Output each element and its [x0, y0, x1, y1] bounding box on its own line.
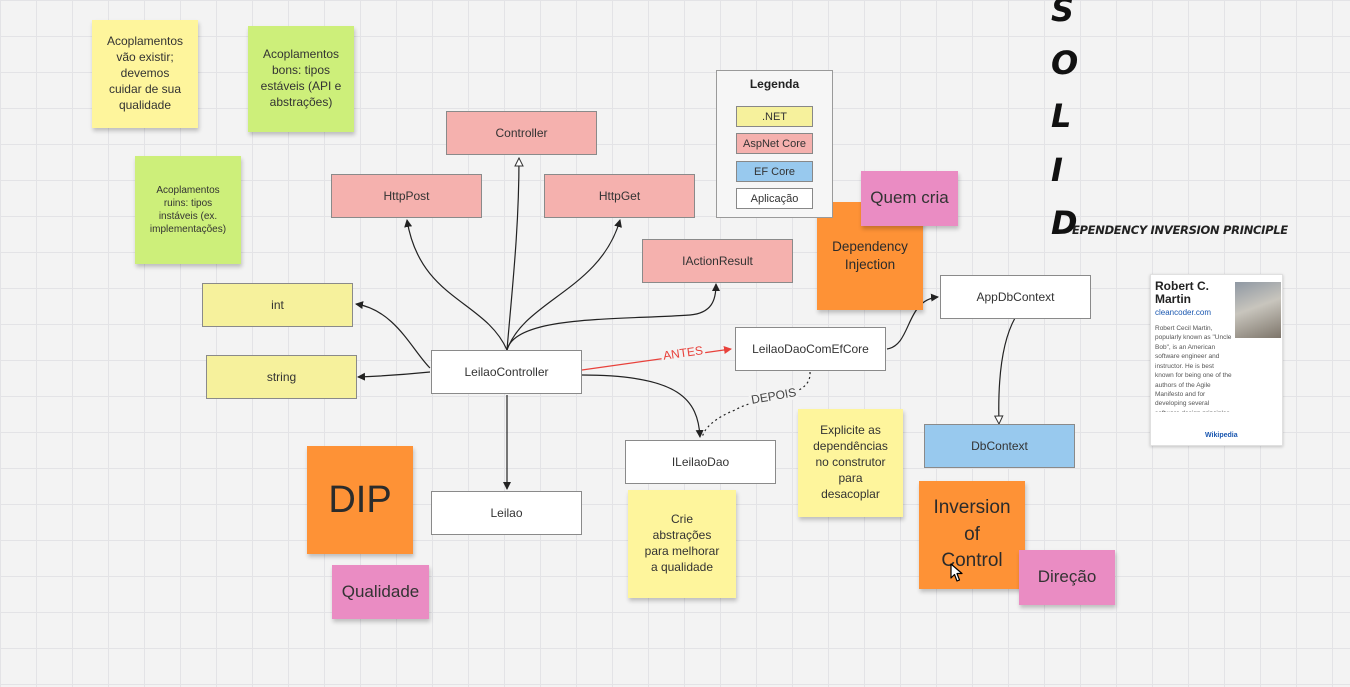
sticky-explicite-dependencias[interactable]: Explicite as dependências no construtor … [798, 409, 903, 517]
sticky-crie-abstracoes[interactable]: Crie abstrações para melhorar a qualidad… [628, 490, 736, 598]
node-string[interactable]: string [206, 355, 357, 399]
legend-item-aspnet-core: AspNet Core [736, 133, 813, 154]
node-controller[interactable]: Controller [446, 111, 597, 155]
legend[interactable]: Legenda .NET AspNet Core EF Core Aplicaç… [716, 70, 833, 218]
node-app-db-context[interactable]: AppDbContext [940, 275, 1091, 319]
legend-item-ef-core: EF Core [736, 161, 813, 182]
sticky-direcao[interactable]: Direção [1019, 550, 1115, 605]
person-card[interactable]: Robert C. Martin cleancoder.com Robert C… [1150, 274, 1283, 446]
sticky-inversion-of-control[interactable]: Inversion of Control [919, 481, 1025, 589]
solid-d-caption: EPENDENCY INVERSION PRINCIPLE [1072, 223, 1288, 237]
person-description: Robert Cecil Martin, popularly known as … [1155, 325, 1232, 412]
solid-letter-l: L [1051, 97, 1072, 135]
node-db-context[interactable]: DbContext [924, 424, 1075, 468]
person-avatar [1235, 282, 1281, 338]
edge-controller-inherit [506, 158, 519, 351]
legend-item-aplicacao: Aplicação [736, 188, 813, 209]
mouse-cursor-icon [950, 563, 963, 582]
solid-letter-o: O [1051, 44, 1079, 82]
sticky-acoplamentos-bons[interactable]: Acoplamentos bons: tipos estáveis (API e… [248, 26, 354, 132]
solid-letter-i: I [1051, 151, 1063, 189]
edge-httpget [506, 219, 622, 351]
person-name-line2: Martin [1155, 292, 1191, 306]
edge-dbcontext-inherit [999, 317, 1016, 424]
solid-letter-d: D [1051, 204, 1078, 242]
node-httpget[interactable]: HttpGet [544, 174, 695, 218]
edge-depois-dotted [701, 371, 811, 439]
edge-antes [581, 346, 732, 371]
node-leilao[interactable]: Leilao [431, 491, 582, 535]
sticky-acoplamentos-existir[interactable]: Acoplamentos vão existir; devemos cuidar… [92, 20, 198, 128]
sticky-dip[interactable]: DIP [307, 446, 413, 554]
node-ileilao-dao[interactable]: ILeilaoDao [625, 440, 776, 484]
legend-title: Legenda [749, 77, 800, 91]
person-wiki-link[interactable]: Wikipedia [1205, 432, 1238, 439]
node-iactionresult[interactable]: IActionResult [642, 239, 793, 283]
edge-ileilaodao [581, 374, 704, 438]
edge-appdbcontext [886, 293, 939, 350]
legend-item-net: .NET [736, 106, 813, 127]
sticky-qualidade[interactable]: Qualidade [332, 565, 429, 619]
node-httppost[interactable]: HttpPost [331, 174, 482, 218]
sticky-quem-cria[interactable]: Quem cria [861, 171, 958, 226]
person-site-link[interactable]: cleancoder.com [1155, 308, 1212, 317]
edge-httppost [404, 219, 508, 351]
node-leilao-controller[interactable]: LeilaoController [431, 350, 582, 394]
edge-string [357, 371, 431, 381]
node-int[interactable]: int [202, 283, 353, 327]
solid-letter-s: S [1051, 0, 1075, 29]
edge-iactionresult [506, 283, 720, 351]
person-name-line1: Robert C. [1155, 279, 1209, 293]
edge-int [355, 301, 431, 369]
sticky-acoplamentos-ruins[interactable]: Acoplamentos ruins: tipos instáveis (ex.… [135, 156, 241, 264]
node-leilao-dao-ef[interactable]: LeilaoDaoComEfCore [735, 327, 886, 371]
